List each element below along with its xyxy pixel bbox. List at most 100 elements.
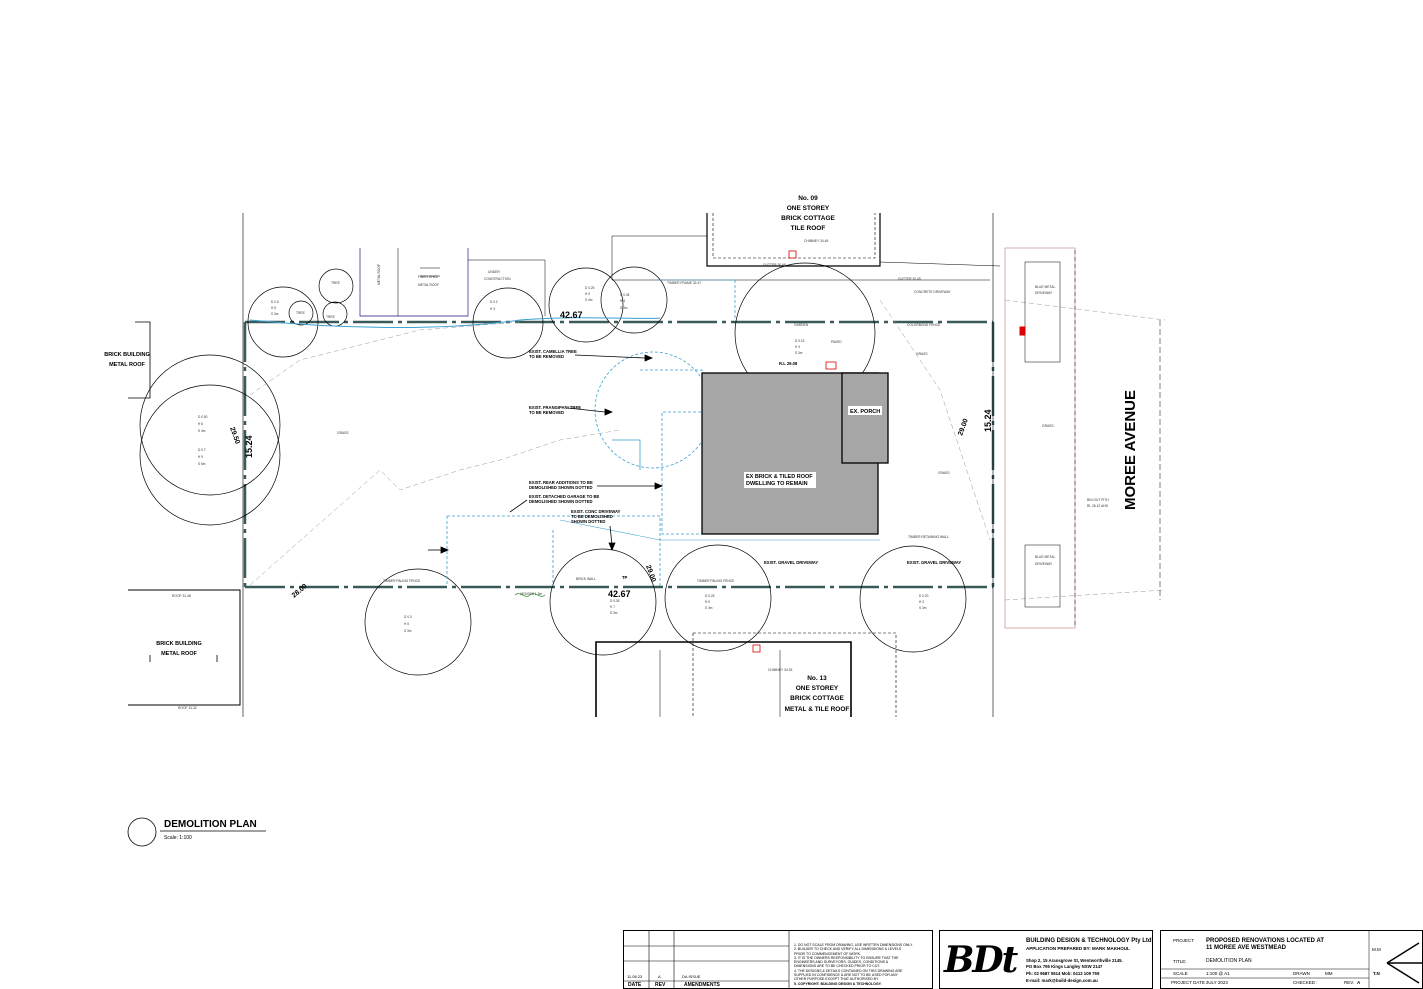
note-line: 5. COPYRIGHT: BUILDING DESIGN & TECHNOLO… (794, 981, 882, 986)
drawn-label: DRAWN (1293, 971, 1310, 976)
note-tree-c: TREE (326, 315, 336, 319)
note-grass-1: GRASS (916, 352, 928, 356)
note-frangipani-1: EXIST. FRANGIPANI TREE (529, 405, 581, 410)
note-colorbond: COLORBOND FENCE (907, 323, 941, 327)
note-conc-2: TO BE DEMOLISHED (571, 514, 613, 519)
rev-label: REV. (1344, 980, 1355, 985)
rev-value: A (1357, 980, 1361, 985)
note-rear-1: EXIST. REAR ADDITIONS TO BE (529, 480, 593, 485)
drawn-value: MM (1325, 971, 1333, 976)
notes-block: 1. DO NOT SCALE FROM DRAWING, USE WRITTE… (794, 943, 913, 986)
note-under-construction-1: UNDER (488, 270, 500, 274)
note-gravel-1: EXIST. GRAVEL DRIVEWAY (764, 560, 818, 565)
neighbour-13-line3: BRICK COTTAGE (790, 695, 844, 702)
rev-row-amendment: DA ISSUE (682, 974, 701, 979)
note-bin-1: BIN OUT PITH (1087, 498, 1109, 502)
neighbour-09-line2: ONE STOREY (787, 205, 830, 212)
left-top-building-line2: METAL ROOF (109, 362, 145, 368)
tree-t3-d: D 0.25 (585, 286, 595, 290)
plan-title: DEMOLITION PLAN (164, 819, 257, 830)
note-timber-frame: TIMBER FRAME 32.47 (667, 281, 701, 285)
note-fibro-1: FIBRO SHED (418, 275, 439, 279)
note-grass-3: GRASS (337, 431, 349, 435)
project-label: PROJECT (1173, 938, 1195, 943)
north-arrow-icon (1386, 942, 1422, 984)
scale-label: SCALE (1173, 971, 1188, 976)
dim-bottom-left-bearing: 28.00 (291, 583, 309, 600)
note-rl: R.L 29.08 (779, 361, 798, 366)
rev-row-date: 11.08.23 (627, 974, 643, 979)
tree-l2-d: D 0.7 (198, 448, 206, 452)
company-email: E-mail: mark@build-design.com.au (1026, 978, 1098, 983)
tree-t1-d: D 0.5 (271, 300, 279, 304)
tree-l1-s: S 4m (198, 429, 206, 433)
rev-header-rev: REV (655, 982, 666, 988)
note-retaining-wall: TIMBER RETAINING WALL (908, 535, 949, 539)
neighbour-09-line1: No. 09 (798, 195, 818, 202)
date-value: JULY 2023 (1206, 980, 1228, 985)
project-block: PROJECT PROPOSED RENOVATIONS LOCATED AT … (1160, 930, 1423, 989)
note-tp: TP (622, 575, 628, 580)
note-garden: GARDEN (794, 323, 809, 327)
note-camellia-1: EXIST. CAMELLIA TREE (529, 349, 577, 354)
note-line: 1. DO NOT SCALE FROM DRAWING, USE WRITTE… (794, 943, 913, 947)
rev-header-amendments: AMENDMENTS (684, 982, 720, 988)
note-camellia-2: TO BE REMOVED (529, 354, 564, 359)
note-line: 2. BUILDER TO CHECK AND VERIFY ALL DIMEN… (794, 947, 902, 952)
note-bm-top-1: BLUE METAL (1035, 285, 1055, 289)
tree-b3-d: D 0.25 (705, 594, 715, 598)
note-timber-fence-1: TIMBER PALING FENCE (383, 579, 421, 583)
neighbour-13-outline (595, 641, 852, 717)
title-label: TITLE: (1173, 959, 1187, 964)
note-garage-1: EXIST. DETACHED GARAGE TO BE (529, 494, 600, 499)
date-label: PROJECT DATE : (1171, 980, 1208, 985)
note-grass-2: GRASS (938, 471, 950, 475)
note-frangipani-2: TO BE REMOVED (529, 410, 564, 415)
tree-t4-d: D 0.35 (620, 293, 630, 297)
note-line: 3. IT IS THE OWNERS RESPONSIBILITY TO EN… (794, 955, 899, 960)
tree-b2-h: H 7 (610, 605, 615, 609)
company-address2: PO Box 795 Kings Langley NSW 2147 (1026, 964, 1103, 969)
note-gutter-top: GUTTER 30.69 (763, 263, 786, 267)
note-tree-a: TREE (331, 281, 341, 285)
tree-b4-d: D 0.20 (919, 594, 929, 598)
project-line2: 11 MOREE AVE WESTMEAD (1206, 945, 1287, 951)
note-concrete-driveway: CONCRETE DRIVEWAY (914, 290, 951, 294)
north-mm: M.M (1372, 947, 1381, 952)
note-roof-left: ROOF 31.48 (172, 594, 191, 598)
neighbour-09-outline (706, 213, 881, 267)
tree-b1-h: H 5 (404, 622, 409, 626)
tree-t2-h: H 3 (490, 307, 495, 311)
tree-g-d: D 0.15 (795, 339, 805, 343)
tree-b4-h: H 3 (919, 600, 924, 604)
tree-b3-h: H 5 (705, 600, 710, 604)
note-hedges: HEDGES 1.3m (520, 592, 542, 596)
note-fibro-2: METAL ROOF (418, 283, 439, 287)
left-bottom-building-line2: METAL ROOF (161, 651, 197, 657)
tree-t1-s: S 3m (271, 312, 279, 316)
scale-value: 1:100 @ A1 (1206, 971, 1230, 976)
sheet-title: DEMOLITION PLAN (1206, 958, 1252, 964)
note-tree-b: TREE (296, 311, 306, 315)
revisions-table: 11.08.23 A DA ISSUE DATE REV AMENDMENTS … (623, 930, 933, 989)
tree-l1-d: D 0.50 (198, 415, 208, 419)
neighbour-09-line4: TILE ROOF (791, 225, 826, 232)
company-address1: Shop 2, 15 Aransgrove St, Wentworthville… (1026, 958, 1123, 963)
note-line: SUPPLIED IN CONFIDENCE & ARE NOT TO BE U… (794, 973, 898, 978)
project-line1: PROPOSED RENOVATIONS LOCATED AT (1206, 938, 1325, 944)
note-under-construction-2: CONSTRUCTION (484, 277, 511, 281)
tree-b2-s: S 3m (610, 611, 618, 615)
company-prepared: APPLICATION PREPARED BY: MARK MAKHOUL (1026, 946, 1130, 951)
company-logo: BDt (944, 939, 1018, 981)
note-line: ENGINEERS AND SURVEYORS, GUIDES, CONDITI… (794, 960, 889, 965)
note-conc-3: SHOWN DOTTED (571, 519, 605, 524)
tree-t3-s: S 4m (585, 298, 593, 302)
tree-l2-s: S 6m (198, 462, 206, 466)
dim-bottom-mid-bearing: 29.00 (644, 564, 657, 583)
note-bm-top-2: DRIVEWAY (1035, 291, 1053, 295)
dwelling-label-line2: DWELLING TO REMAIN (746, 481, 808, 487)
dim-left-width: 15.24 (244, 435, 254, 458)
tree-b4-s: S 3m (919, 606, 927, 610)
note-line: PRIOR TO COMMENCEMENT OF WORK. (794, 951, 862, 956)
dim-top: 42.67 (560, 310, 583, 320)
